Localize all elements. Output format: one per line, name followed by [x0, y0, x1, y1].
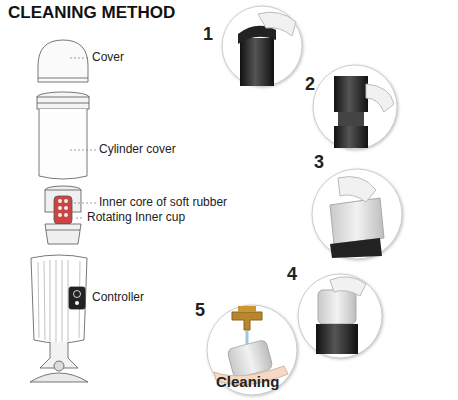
step-circle	[312, 169, 402, 259]
callout-number: 1	[203, 24, 213, 45]
part-label: Controller	[92, 291, 144, 305]
caption-label: Cleaning	[216, 373, 279, 390]
step-circle	[298, 274, 382, 358]
step-circle	[222, 6, 302, 86]
part-label: Inner core of soft rubber	[99, 196, 227, 210]
step-circle	[207, 305, 297, 395]
exploded-view	[30, 40, 89, 382]
step-circle	[313, 65, 397, 149]
title: CLEANING METHOD	[8, 3, 175, 23]
callout-number: 5	[195, 300, 205, 321]
part-label: Rotating Inner cup	[87, 211, 185, 225]
part-label: Cylinder cover	[99, 143, 176, 157]
part-label: Cover	[92, 51, 124, 65]
callout-number: 2	[305, 74, 315, 95]
leader-line	[70, 58, 96, 218]
callout-number: 4	[287, 264, 297, 285]
callout-number: 3	[314, 152, 324, 173]
